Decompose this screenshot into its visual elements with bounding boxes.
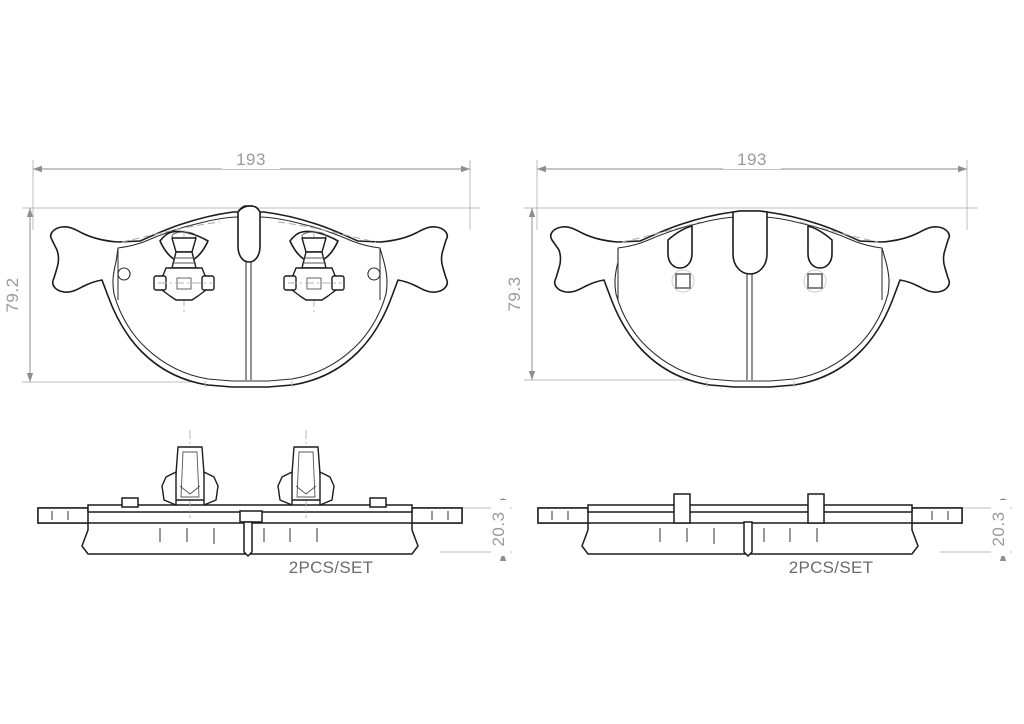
left-pad-center-notch <box>237 205 261 263</box>
left-pad-wear-sensor-clip-2 <box>283 230 345 312</box>
right-pad-center-notch <box>732 210 768 275</box>
right-pad-notch-right <box>807 225 833 269</box>
left-side-clip-2 <box>277 430 335 518</box>
right-height-dimension: 79.3 <box>505 207 978 381</box>
left-side-clip-1 <box>161 430 219 518</box>
right-side-top-rail <box>587 504 913 513</box>
left-pad-bottom-edge-detail <box>204 381 293 387</box>
left-side-center-groove <box>243 521 253 558</box>
left-side-top-rail <box>87 504 413 513</box>
left-pad-front-view: 193 79.2 <box>3 150 480 388</box>
left-set-note: 2PCS/SET <box>289 558 374 577</box>
right-pad-side-view: 20.3 2PCS/SE <box>537 493 1012 577</box>
right-pad-bottom-edge-detail <box>706 381 795 387</box>
right-side-peg-left <box>673 493 691 524</box>
left-width-dimension: 193 <box>32 150 471 230</box>
left-pad-friction-boundary <box>112 216 388 382</box>
right-pad-square-mark-right <box>803 269 827 293</box>
right-side-ear-left <box>537 507 589 524</box>
right-thickness-dimension: 20.3 <box>940 498 1012 561</box>
left-side-ear-right <box>411 507 463 524</box>
right-pad-friction-boundary <box>614 216 890 382</box>
right-pad-square-mark-left <box>671 269 695 293</box>
left-side-ear-ticks <box>51 511 449 520</box>
left-side-tab-right <box>369 497 387 508</box>
right-side-ear-ticks <box>551 511 949 520</box>
left-side-slot-marks <box>159 528 318 544</box>
left-width-label: 193 <box>236 150 266 169</box>
right-thickness-label: 20.3 <box>989 511 1008 546</box>
right-side-slot-marks <box>659 528 818 544</box>
left-thickness-label: 20.3 <box>489 511 508 546</box>
right-set-note: 2PCS/SET <box>789 558 874 577</box>
right-pad-backing-plate <box>549 210 951 388</box>
right-pad-top-dashed-arc <box>621 221 701 243</box>
right-side-ear-right <box>911 507 963 524</box>
right-height-label: 79.3 <box>505 276 524 311</box>
left-side-tab-left <box>121 497 139 508</box>
right-width-dimension: 193 <box>536 150 968 230</box>
left-side-tab-center <box>239 510 263 523</box>
left-pad-locator-left <box>117 267 131 281</box>
left-side-ear-left <box>37 507 89 524</box>
left-height-label: 79.2 <box>3 277 22 312</box>
right-side-peg-right <box>807 493 825 524</box>
right-width-label: 193 <box>737 150 767 169</box>
left-pad-side-view: 20.3 <box>37 430 512 577</box>
right-pad-front-view: 193 79.3 <box>505 150 978 388</box>
right-pad-top-dashed-arc-2 <box>799 221 879 243</box>
left-pad-locator-right <box>367 267 381 281</box>
left-thickness-dimension: 20.3 <box>440 498 512 561</box>
right-side-center-groove <box>743 521 753 558</box>
left-pad-top-dashed-arc <box>121 221 221 243</box>
left-pad-backing-plate <box>49 205 449 388</box>
left-pad-top-dashed-arc-2 <box>277 221 377 243</box>
left-pad-wear-sensor-clip-1 <box>153 230 215 312</box>
right-pad-notch-left <box>667 225 693 269</box>
